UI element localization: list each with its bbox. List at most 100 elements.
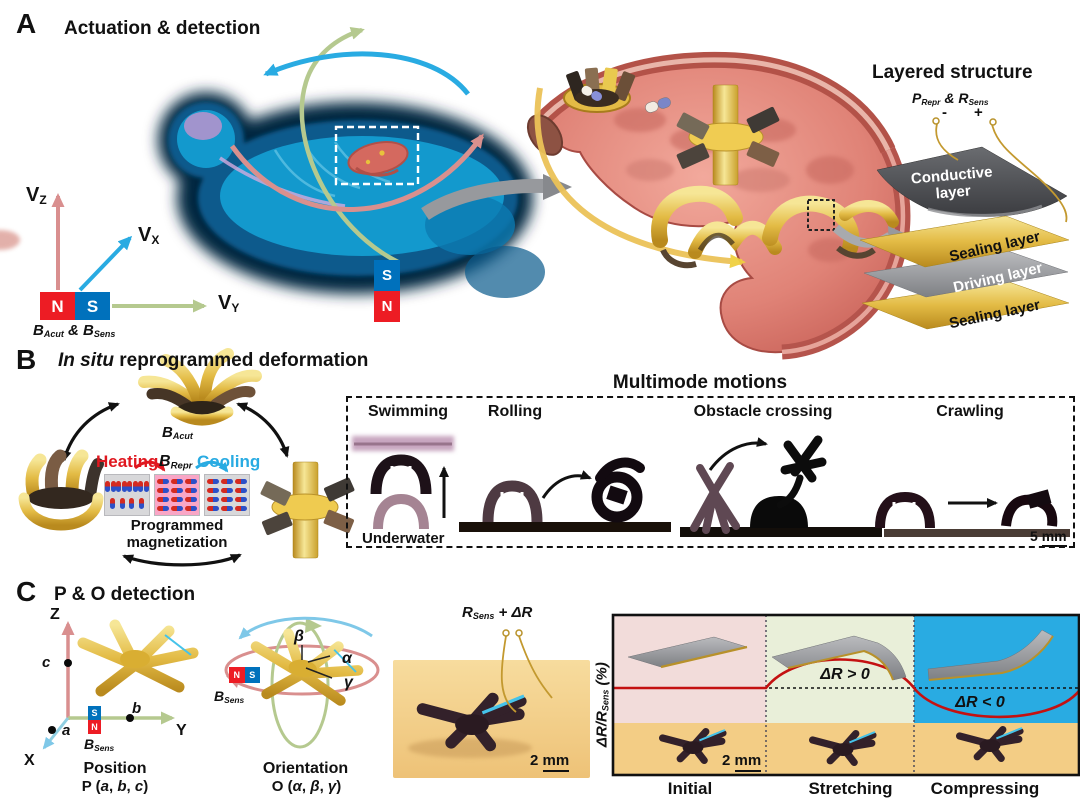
y-axis-label: Y: [176, 722, 187, 739]
panel-c-title: P & O detection: [54, 584, 196, 605]
field-label: BAcut & BSens: [33, 322, 116, 340]
annotation-dr-negative: ΔR < 0: [955, 694, 1005, 711]
actuation-axes: [51, 193, 207, 313]
rotation-arrow-pink: [229, 133, 485, 212]
annotation-dr-positive: ΔR > 0: [820, 666, 870, 683]
scale-bar-2mm-chart: 2 mm: [722, 752, 762, 772]
terminal-plus: +: [974, 104, 983, 121]
b-acut-label: BAcut: [162, 424, 193, 442]
magnetization-square-cooled: [204, 474, 250, 516]
z-axis-label: Z: [50, 606, 60, 623]
panel-b-title: In situ reprogrammed deformation: [58, 350, 369, 371]
robot-cup-closed: [18, 449, 104, 531]
alpha-label: α: [342, 650, 352, 667]
robot-pinwheel: [676, 84, 780, 186]
robot-cup-with-pill: [563, 67, 636, 113]
sheet-initial: [627, 636, 748, 669]
robot-flower: [138, 348, 262, 426]
jumping-star-silhouette: [776, 435, 827, 509]
magnet-s-pole: S: [88, 706, 101, 720]
magnet-s-pole: S: [244, 667, 260, 683]
terminal-minus: -: [942, 104, 947, 121]
b-sens-position-label: BSens: [84, 736, 115, 754]
pill-capsule: [645, 97, 671, 113]
position-diagram: [42, 624, 193, 750]
beta-label: β: [294, 628, 304, 645]
vz-axis-label: VZ: [26, 184, 47, 208]
scale-bar-5mm: 5 mm: [1030, 528, 1067, 547]
rotation-arrow-blue: [263, 51, 470, 96]
rotation-arrow-green: [299, 27, 400, 265]
photo-wire-left: [500, 635, 517, 713]
standing-star-silhouette: [690, 462, 740, 534]
section-label-compressing: Compressing: [930, 779, 1040, 798]
orientation-magnet: N S: [229, 667, 260, 683]
magnet-n-pole: N: [40, 292, 75, 320]
robot-pinwheel-flat: [260, 461, 355, 559]
terminal-minus-dot: [932, 117, 940, 125]
section-label-initial: Initial: [667, 779, 713, 798]
layer-roi-dashed-box: [807, 199, 835, 231]
sheet-compressing: [927, 629, 1054, 681]
terminal-label: PRepr & RSens: [912, 90, 989, 108]
chart-border: [611, 613, 1080, 777]
r-sens-photo-label: RSens + ΔR: [462, 604, 533, 622]
cooling-arrow: [195, 460, 229, 473]
resistance-chart: [611, 613, 1080, 777]
underwater-label: Underwater: [362, 530, 445, 547]
magnetization-square-vertical: [104, 474, 150, 516]
motion-silhouettes: [352, 435, 1070, 537]
position-formula: P (a, b, c): [81, 778, 149, 795]
position-caption: Position: [83, 760, 147, 777]
vy-axis-label: VY: [218, 292, 240, 316]
section-label-stretching: Stretching: [808, 779, 893, 798]
x-axis-label: X: [24, 752, 35, 769]
sheet-stretching: [771, 635, 907, 681]
position-magnet: S N: [88, 706, 101, 734]
cooling-label: Cooling: [197, 452, 261, 471]
chart-y-axis-label: ΔR/RSens (%): [593, 662, 611, 748]
photo-wire-right: [518, 635, 553, 699]
orientation-diagram: [224, 616, 380, 749]
terminal-plus-dot: [989, 118, 997, 126]
point-a-label: a: [62, 722, 71, 739]
roi-dashed-box: [334, 125, 420, 186]
magnet-n-pole: N: [88, 720, 101, 734]
multimode-title: Multimode motions: [612, 372, 788, 393]
origin-magnet: N S: [40, 292, 110, 320]
robot-photo: [393, 629, 590, 778]
orientation-caption: Orientation: [262, 760, 349, 777]
magnetization-square-heated: [154, 474, 200, 516]
magnet-s-pole: S: [75, 292, 110, 320]
body-magnet: S N: [374, 260, 400, 322]
robot-claw: [651, 185, 899, 269]
multimode-box: [346, 396, 1075, 548]
b-sens-orientation-label: BSens: [214, 688, 245, 706]
layered-stack: [859, 117, 1070, 330]
scale-bar-2mm-photo: 2 mm: [530, 752, 570, 772]
point-b-label: b: [132, 700, 142, 717]
heating-label: Heating: [96, 452, 159, 471]
motion-label-crawling: Crawling: [936, 403, 1004, 420]
motion-label-rolling: Rolling: [487, 403, 543, 420]
brain-glyph: [184, 112, 222, 140]
obstacle-dome: [750, 496, 808, 528]
panel-c-label: C: [16, 576, 37, 607]
motion-label-swimming: Swimming: [367, 403, 448, 420]
panel-a-label: A: [16, 8, 37, 39]
b-repr-label: BRepr: [159, 453, 193, 472]
panel-a-title: Actuation & detection: [64, 18, 261, 39]
wire-left: [935, 123, 959, 161]
layered-title: Layered structure: [872, 62, 1033, 83]
heating-arrow: [134, 460, 166, 472]
orientation-formula: O (α, β, γ): [271, 778, 342, 795]
initial-bg: [613, 615, 766, 723]
panel-b-label: B: [16, 344, 37, 375]
mini-intestine-in-body: [347, 141, 409, 177]
body-xray-illustration: [158, 92, 545, 298]
vx-axis-label: VX: [138, 224, 160, 248]
wire-right: [991, 123, 1068, 223]
gamma-label: γ: [344, 674, 353, 691]
